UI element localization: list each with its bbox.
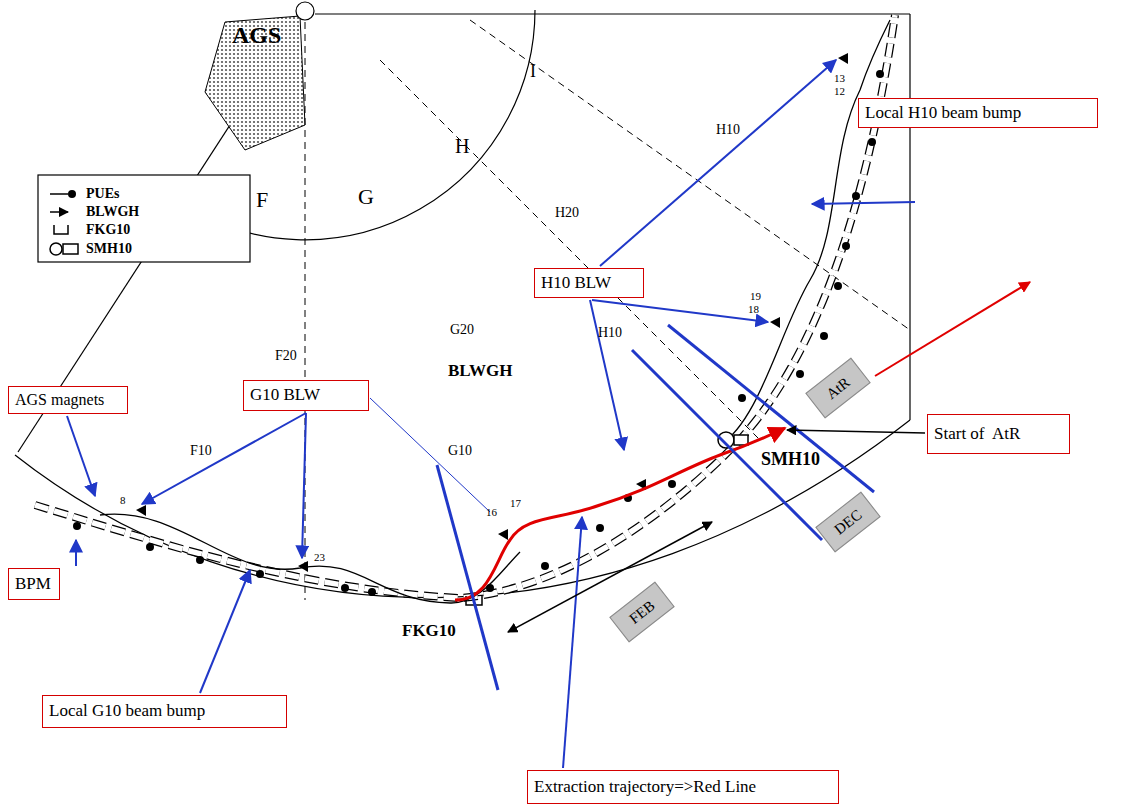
callout-text: BPM <box>15 574 51 594</box>
map-label: 13 <box>834 72 845 84</box>
callout-box: G10 BLW <box>243 380 369 411</box>
map-label: G20 <box>450 322 474 337</box>
map-label: BLWGH <box>448 362 513 381</box>
callout-text: Local H10 beam bump <box>865 103 1021 123</box>
callout-box: Local H10 beam bump <box>858 98 1098 128</box>
map-label: I <box>530 62 536 82</box>
map-label: H <box>455 135 469 157</box>
callout-text: AGS magnets <box>15 390 104 409</box>
map-label: F20 <box>275 348 297 363</box>
map-label: 16 <box>486 506 497 518</box>
map-label: F <box>256 188 268 212</box>
section-tag: DEC <box>815 492 880 553</box>
map-label: H20 <box>555 205 579 220</box>
legend-text: BLWGH <box>86 204 139 219</box>
legend-text: PUEs <box>86 186 119 201</box>
map-label: 23 <box>314 551 325 563</box>
map-label: 8 <box>120 494 126 506</box>
map-label: SMH10 <box>761 450 820 470</box>
map-label: AGS <box>232 22 281 48</box>
map-label: FKG10 <box>402 622 456 641</box>
callout-text: Local G10 beam bump <box>49 701 205 721</box>
map-label: 12 <box>834 85 845 97</box>
map-label: H10 <box>598 325 622 340</box>
map-label: F10 <box>190 443 212 458</box>
map-label: 18 <box>748 303 759 315</box>
map-label: 17 <box>510 497 521 509</box>
callout-box: Start of AtR <box>927 414 1070 454</box>
callout-text: DEC <box>831 506 866 539</box>
callout-box: H10 BLW <box>534 268 644 298</box>
legend-text: SMH10 <box>86 241 132 256</box>
callout-text: H10 BLW <box>541 273 611 293</box>
callout-box: AGS magnets <box>8 386 128 414</box>
map-label: G10 <box>448 443 472 458</box>
callout-text: Start of AtR <box>934 424 1020 444</box>
section-tag: AtR <box>805 358 870 419</box>
callout-box: BPM <box>8 568 60 600</box>
callout-box: Extraction trajectory=>Red Line <box>527 770 839 804</box>
callout-text: AtR <box>823 373 854 403</box>
callout-text: G10 BLW <box>250 385 320 405</box>
callout-text: FEB <box>626 596 659 627</box>
legend-text: FKG10 <box>86 222 130 237</box>
map-label: G <box>358 185 374 209</box>
map-label: H10 <box>716 122 740 137</box>
callout-box: Local G10 beam bump <box>42 695 287 728</box>
map-label: 19 <box>750 290 761 302</box>
section-tag: FEB <box>609 582 674 643</box>
callout-text: Extraction trajectory=>Red Line <box>534 777 756 797</box>
